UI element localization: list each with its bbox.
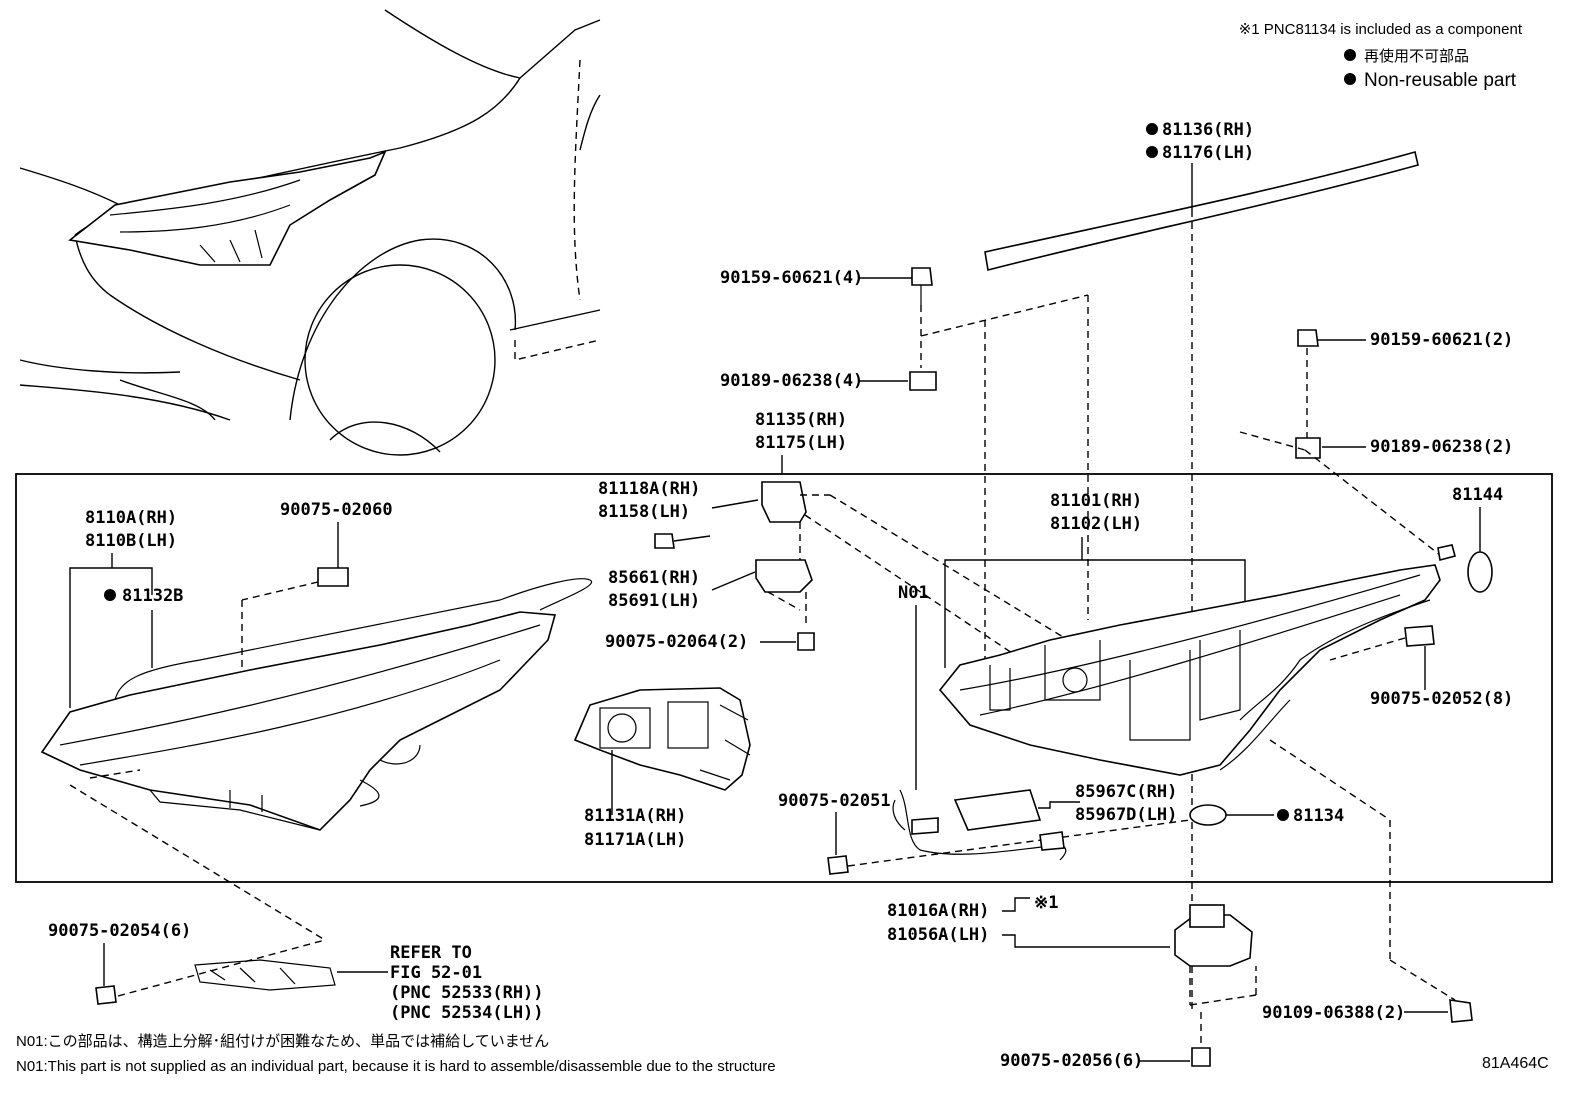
bumper-part-icon [194,959,336,991]
part-label-81176: 81176(LH) [1162,143,1254,163]
part-label-90075-02060: 90075-02060 [280,500,393,520]
refer-line-3: (PNC 52533(RH)) [390,983,544,1003]
part-label-85967C: 85967C(RH) [1075,782,1177,802]
component-note: ※1 PNC81134 is included as a component [1239,21,1523,38]
lens-assembly: 8110A(RH) 8110B(LH) 81132B 90075-02060 [40,500,593,941]
refer-line-2: FIG 52-01 [390,963,482,983]
seal-icon [1189,804,1227,826]
bolt-icon [1449,999,1473,1023]
non-reusable-bullet-icon [1344,49,1356,61]
part-label-81175: 81175(LH) [755,433,847,453]
part-label-N01: N01 [898,583,929,603]
part-label-81134: 81134 [1293,806,1344,826]
bracket-icon [1437,544,1456,561]
reference-group: 90075-02054(6) REFER TO FIG 52-01 (PNC 5… [48,921,544,1023]
projector-module: 81131A(RH) 81171A(LH) [573,687,751,850]
part-label-90159-60621-4: 90159-60621(4) [720,268,863,288]
part-label-8110B: 8110B(LH) [85,531,177,551]
part-label-90189-06238-4: 90189-06238(4) [720,371,863,391]
ecu-icon [953,789,1042,831]
wiring-ecu: 90075-02051 85967C(RH) 85967D(LH) 81134 [778,782,1344,875]
part-label-85661: 85661(RH) [608,568,700,588]
part-label-90075-02056: 90075-02056(6) [1000,1051,1143,1071]
refer-line-4: (PNC 52534(LH)) [390,1003,544,1023]
lamp-housing: 81101(RH) 81102(LH) N01 81144 90075-0205… [898,485,1513,1001]
footer: N01:この部品は、構造上分解･組付けが困難なため、単品では補給していません N… [16,1033,1549,1075]
legend-jp: 再使用不可部品 [1364,48,1469,65]
non-reusable-bullet-icon [104,589,116,601]
part-label-85691: 85691(LH) [608,591,700,611]
non-reusable-bullet-icon [1344,73,1356,85]
bracket-group: 81135(RH) 81175(LH) 81118A(RH) 81158(LH)… [598,410,1151,706]
notes-block: ※1 PNC81134 is included as a component 再… [1239,21,1523,91]
part-label-81136: 81136(RH) [1162,120,1254,140]
part-label-81171A: 81171A(LH) [584,830,686,850]
part-label-90075-02051: 90075-02051 [778,791,891,811]
part-label-81101: 81101(RH) [1050,491,1142,511]
part-label-90109-06388: 90109-06388(2) [1262,1003,1405,1023]
clip-nut-icon [1295,437,1321,459]
upper-screws: 90159-60621(4) 90189-06238(4) 90159-6062… [720,267,1513,660]
part-label-81144: 81144 [1452,485,1503,505]
screw-icon [827,855,849,875]
part-label-90075-02052: 90075-02052(8) [1370,689,1513,709]
screw-icon [654,533,675,549]
clip-nut-icon [909,371,937,391]
bolt-icon [1297,329,1319,347]
footer-note-en: N01:This part is not supplied as an indi… [16,1058,776,1075]
non-reusable-bullet-icon [1146,146,1158,158]
part-label-81131A: 81131A(RH) [584,806,686,826]
assembly-frame [15,473,1553,883]
non-reusable-bullet-icon [1277,809,1289,821]
part-label-81135: 81135(RH) [755,410,847,430]
bolt-icon [1191,1047,1211,1067]
part-label-81158: 81158(LH) [598,502,690,522]
vehicle-sketch [19,9,601,456]
part-label-81056A: 81056A(LH) [887,925,989,945]
footer-note-jp: N01:この部品は、構造上分解･組付けが困難なため、単品では補給していません [16,1033,549,1050]
legend-en: Non-reusable part [1364,70,1517,91]
screw-icon [317,567,349,587]
part-label-90075-02064: 90075-02064(2) [605,632,748,652]
bracket-icon [755,559,813,593]
part-label-81102: 81102(LH) [1050,514,1142,534]
screw-icon [95,985,117,1005]
cap-icon [1467,551,1493,593]
part-label-90075-02054: 90075-02054(6) [48,921,191,941]
part-label-81016A: 81016A(RH) [887,901,989,921]
non-reusable-bullet-icon [1146,123,1158,135]
refer-line-1: REFER TO [390,943,472,963]
mark-1: ※1 [1034,893,1058,913]
screw-icon [797,632,815,651]
bolt-icon [1404,625,1435,647]
moulding-strip: 81136(RH) 81176(LH) [984,120,1419,1010]
figure-id: 81A464C [1482,1055,1549,1072]
part-label-85967D: 85967D(LH) [1075,805,1177,825]
part-label-81118A: 81118A(RH) [598,479,700,499]
part-label-90189-06238-2: 90189-06238(2) [1370,437,1513,457]
bracket-icon [761,481,807,523]
part-label-90159-60621-2: 90159-60621(2) [1370,330,1513,350]
part-label-8110A: 8110A(RH) [85,508,177,528]
bolt-icon [911,267,933,286]
level-module: 81016A(RH) 81056A(LH) ※1 90075-02056(6) … [887,893,1473,1071]
part-label-81132B: 81132B [122,586,183,606]
